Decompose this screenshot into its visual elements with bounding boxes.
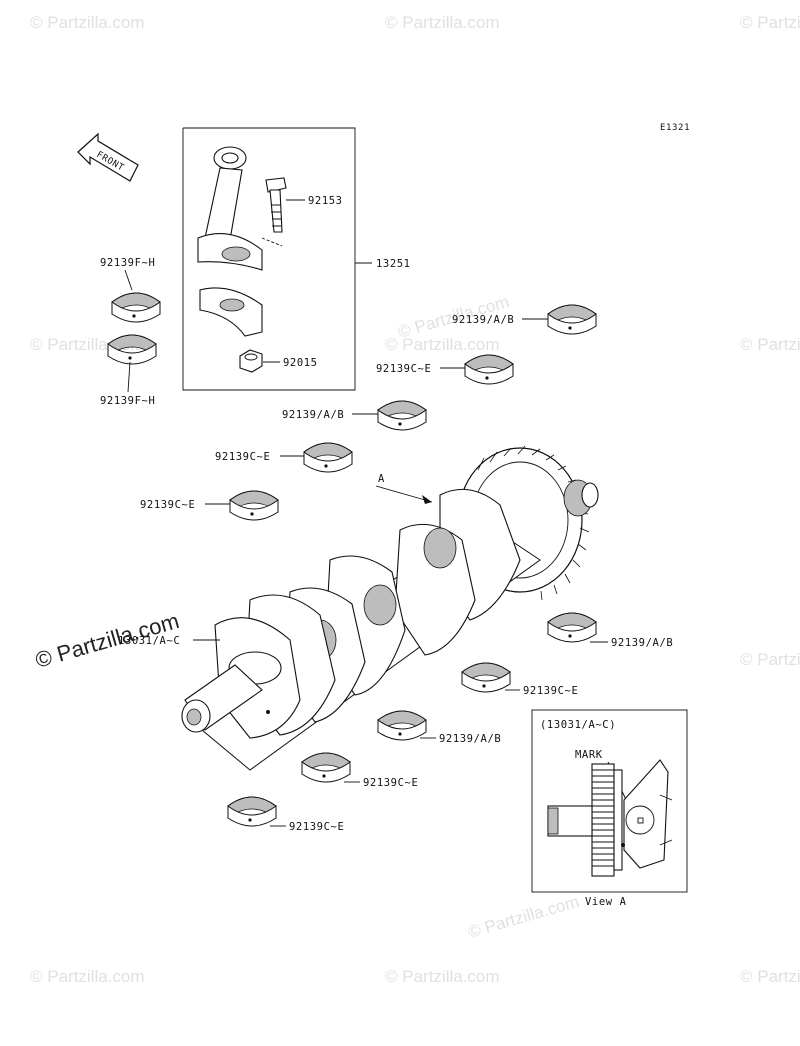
main-bearing-4: 92139C~E xyxy=(215,442,353,473)
label-92139c-e-5: 92139C~E xyxy=(140,499,195,511)
lower-bearing-2: 92139C~E xyxy=(461,662,578,697)
main-bearing-1: 92139/A/B xyxy=(452,304,597,335)
watermark: © Partzilla.com xyxy=(740,335,800,354)
label-92139f-h-upper: 92139F~H xyxy=(100,257,155,269)
detail-title: (13031/A~C) xyxy=(540,719,616,731)
label-13251: 13251 xyxy=(376,258,411,270)
label-92139-a-b-3: 92139/A/B xyxy=(282,409,344,421)
watermark: © Partzilla.com xyxy=(385,967,500,986)
connecting-rod xyxy=(197,146,263,337)
lower-bearing-5: 92139C~E xyxy=(227,796,344,833)
label-92153: 92153 xyxy=(308,195,343,207)
rod-bearing-lower: 92139F~H xyxy=(100,334,157,407)
main-bearing-3: 92139/A/B xyxy=(282,400,427,431)
label-92139c-e-low2: 92139C~E xyxy=(523,685,578,697)
view-a-detail: (13031/A~C) MARK View A xyxy=(531,709,688,908)
lower-bearing-4: 92139C~E xyxy=(301,752,418,789)
lower-bearing-3: 92139/A/B xyxy=(377,710,501,745)
label-13031-a-c: 13031/A~C xyxy=(118,635,180,647)
watermark: © Partzilla.com xyxy=(740,650,800,669)
rod-nut: 92015 xyxy=(239,349,318,373)
main-bearing-5: 92139C~E xyxy=(140,490,279,521)
label-92139c-e-low4: 92139C~E xyxy=(363,777,418,789)
watermark: © Partzilla.com xyxy=(30,13,145,32)
watermark: © Partzilla.com xyxy=(740,967,800,986)
crankshaft: 13031/A~C xyxy=(118,445,599,771)
label-92139c-e-2: 92139C~E xyxy=(376,363,431,375)
watermark: © Partzilla.com xyxy=(466,892,581,942)
label-92139c-e-4: 92139C~E xyxy=(215,451,270,463)
front-arrow-icon: FRONT xyxy=(77,132,139,182)
diagram-code: E1321 xyxy=(660,123,690,133)
mark-label: MARK xyxy=(575,749,603,761)
rod-bearing-upper: 92139F~H xyxy=(100,257,161,323)
connecting-rod-box: 13251 xyxy=(182,127,411,391)
label-92139f-h-lower: 92139F~H xyxy=(100,395,155,407)
label-92139-a-b-low1: 92139/A/B xyxy=(611,637,673,649)
label-92139-a-b-1: 92139/A/B xyxy=(452,314,514,326)
watermark: © Partzilla.com xyxy=(385,13,500,32)
label-92139c-e-low5: 92139C~E xyxy=(289,821,344,833)
rod-bolt: 92153 xyxy=(261,177,343,247)
lower-bearing-1: 92139/A/B xyxy=(547,612,673,649)
main-bearing-2: 92139C~E xyxy=(376,354,514,385)
watermark: © Partzilla.com xyxy=(740,13,800,32)
watermark: © Partzilla.com xyxy=(30,967,145,986)
label-92139-a-b-low3: 92139/A/B xyxy=(439,733,501,745)
watermark: © Partzilla.com xyxy=(385,335,500,354)
view-a-ref: A xyxy=(378,473,385,485)
detail-caption: View A xyxy=(585,896,627,908)
label-92015: 92015 xyxy=(283,357,318,369)
view-a-arrow: A xyxy=(375,473,433,504)
